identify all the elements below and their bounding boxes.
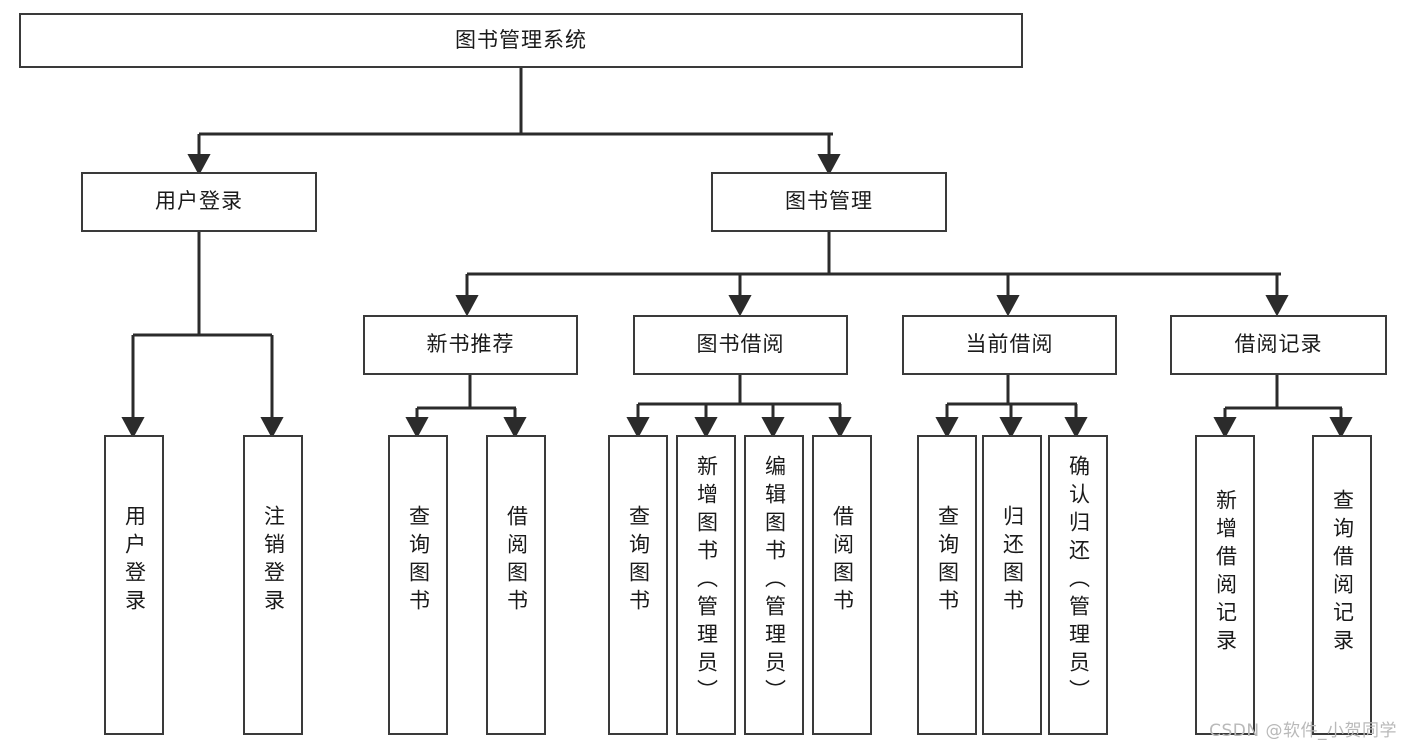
node-book-borrow[interactable]: 图书借阅	[633, 315, 848, 375]
leaf-current-borrow-return-book[interactable]: 归还图书	[982, 435, 1042, 735]
node-label: 当前借阅	[965, 332, 1054, 357]
node-label: 查询图书	[406, 505, 431, 617]
node-label: 用户登录	[155, 189, 243, 214]
node-label: 借阅图书	[830, 505, 855, 617]
node-label: 图书借阅	[696, 332, 785, 357]
node-label: 注销登录	[261, 505, 286, 617]
leaf-borrow-record-add-record[interactable]: 新增借阅记录	[1195, 435, 1255, 735]
node-label: 编辑图书（管理员）	[762, 455, 787, 707]
leaf-new-book-borrow-book[interactable]: 借阅图书	[486, 435, 546, 735]
node-label: 借阅图书	[504, 505, 529, 617]
leaf-book-borrow-borrow-book[interactable]: 借阅图书	[812, 435, 872, 735]
leaf-current-borrow-confirm-return-admin[interactable]: 确认归还（管理员）	[1048, 435, 1108, 735]
leaf-book-borrow-query-book[interactable]: 查询图书	[608, 435, 668, 735]
leaf-new-book-query-book[interactable]: 查询图书	[388, 435, 448, 735]
node-label: 归还图书	[1000, 505, 1025, 617]
node-label: 图书管理	[785, 189, 873, 214]
node-label: 查询借阅记录	[1330, 489, 1355, 657]
csdn-watermark: CSDN @软件_小贺同学	[1209, 721, 1397, 741]
leaf-borrow-record-query-record[interactable]: 查询借阅记录	[1312, 435, 1372, 735]
node-current-borrow[interactable]: 当前借阅	[902, 315, 1117, 375]
node-label: 确认归还（管理员）	[1066, 455, 1091, 707]
node-user-login[interactable]: 用户登录	[81, 172, 317, 232]
node-borrow-record[interactable]: 借阅记录	[1170, 315, 1387, 375]
node-label: 新增图书（管理员）	[694, 455, 719, 707]
node-label: 新书推荐	[426, 332, 515, 357]
node-label: 用户登录	[122, 505, 147, 617]
node-label: 图书管理系统	[455, 27, 587, 52]
node-label: 查询图书	[935, 505, 960, 617]
leaf-book-borrow-add-book-admin[interactable]: 新增图书（管理员）	[676, 435, 736, 735]
node-root-system[interactable]: 图书管理系统	[19, 13, 1023, 68]
leaf-user-login-logout[interactable]: 注销登录	[243, 435, 303, 735]
leaf-current-borrow-query-book[interactable]: 查询图书	[917, 435, 977, 735]
node-book-management[interactable]: 图书管理	[711, 172, 947, 232]
node-label: 新增借阅记录	[1213, 489, 1238, 657]
node-new-book-recommend[interactable]: 新书推荐	[363, 315, 578, 375]
leaf-user-login-login[interactable]: 用户登录	[104, 435, 164, 735]
node-label: 查询图书	[626, 505, 651, 617]
leaf-book-borrow-edit-book-admin[interactable]: 编辑图书（管理员）	[744, 435, 804, 735]
node-label: 借阅记录	[1234, 332, 1323, 357]
